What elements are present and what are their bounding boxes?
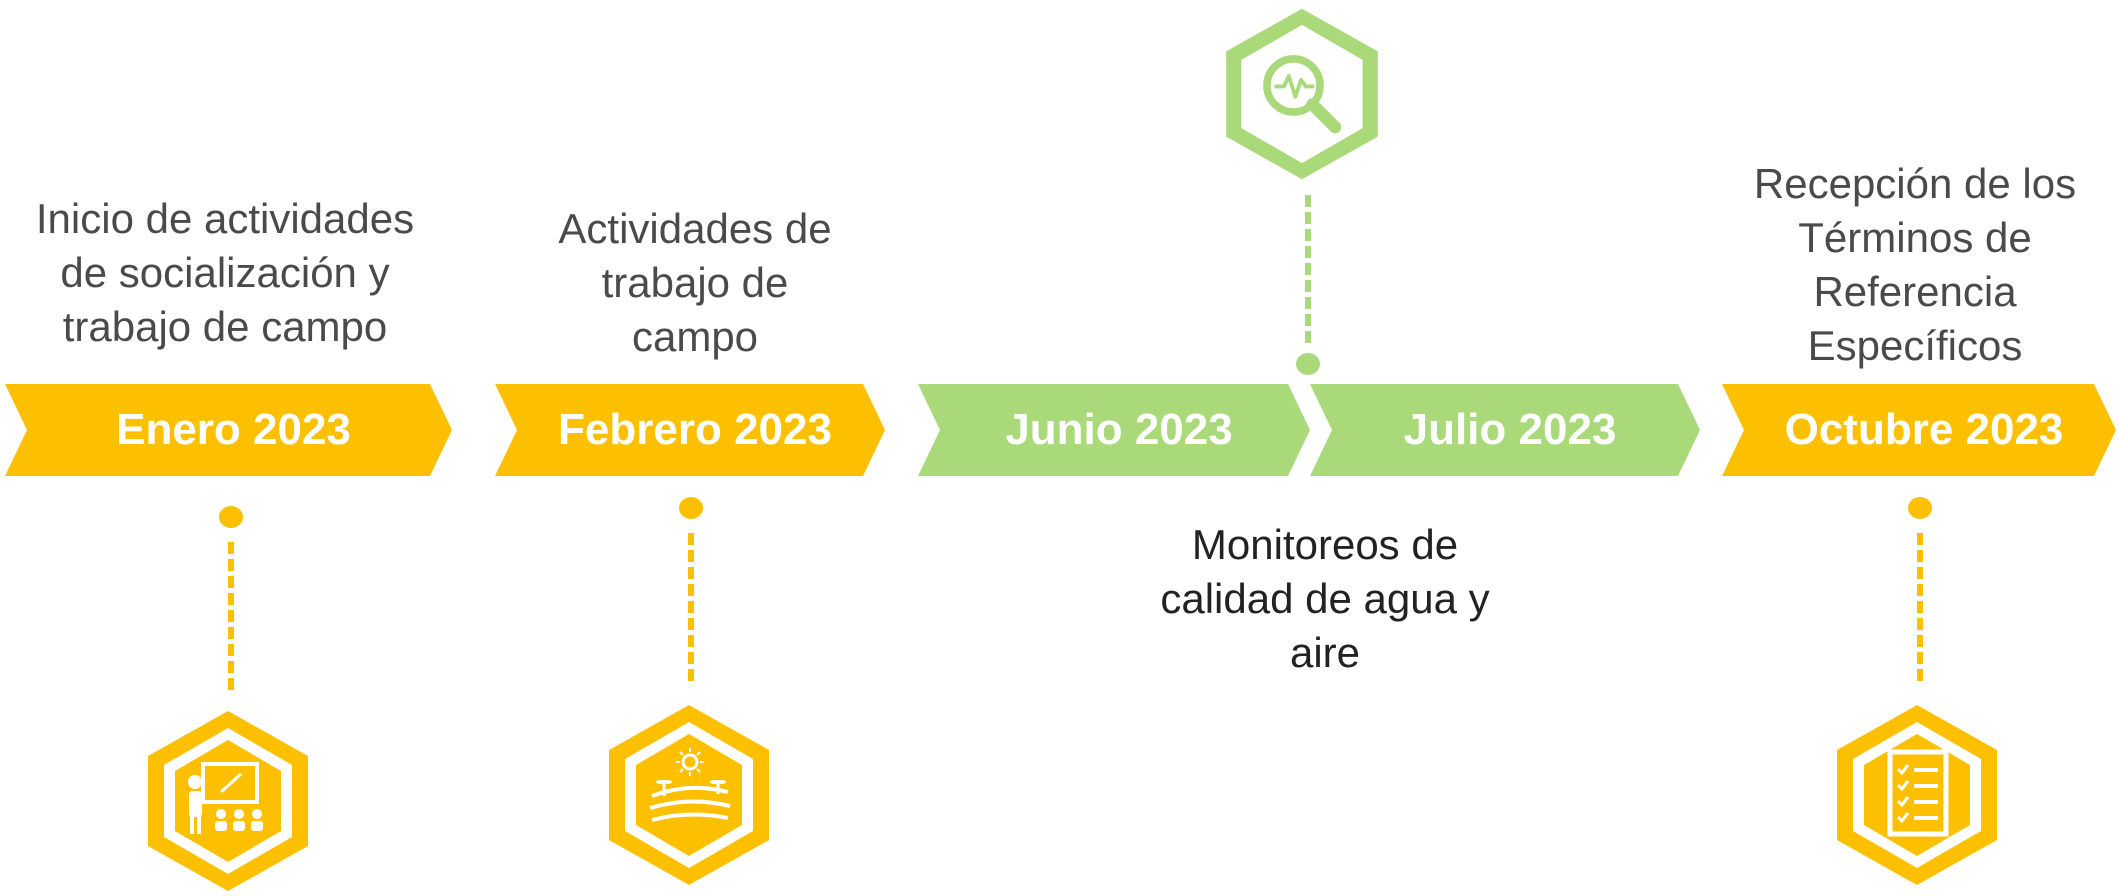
octubre-hex-icon [1822,700,2012,890]
connector-dot-enero [219,506,243,528]
connector-dot-febrero [679,497,703,519]
caption-monitoreo: Monitoreos de calidad de agua y aire [1160,521,1490,676]
field-sun-crops-icon [609,705,769,885]
caption-enero: Inicio de actividades de socialización y… [35,195,415,350]
checklist-document-icon [1837,705,1997,885]
connector-line-enero [228,542,234,690]
magnifier-pulse-icon [1226,8,1378,180]
milestone-junio: Junio 2023 [918,384,1310,476]
connector-dot-monitoring [1296,353,1320,375]
connector-line-octubre [1917,533,1923,681]
enero-hex-icon [133,706,323,896]
connector-line-monitoring [1305,195,1311,343]
milestone-enero: Enero 2023 [5,384,452,476]
caption-octubre: Recepción de los Términos de Referencia … [1753,160,2077,369]
caption-febrero: Actividades de trabajo de campo [558,205,832,360]
connector-dot-octubre [1908,497,1932,519]
monitoring-hex-icon [1212,4,1392,184]
milestone-febrero: Febrero 2023 [495,384,885,476]
milestone-julio: Julio 2023 [1310,384,1700,476]
milestone-octubre: Octubre 2023 [1722,384,2116,476]
presentation-teacher-icon [148,711,308,891]
connector-line-febrero [688,533,694,681]
febrero-hex-icon [594,700,784,890]
